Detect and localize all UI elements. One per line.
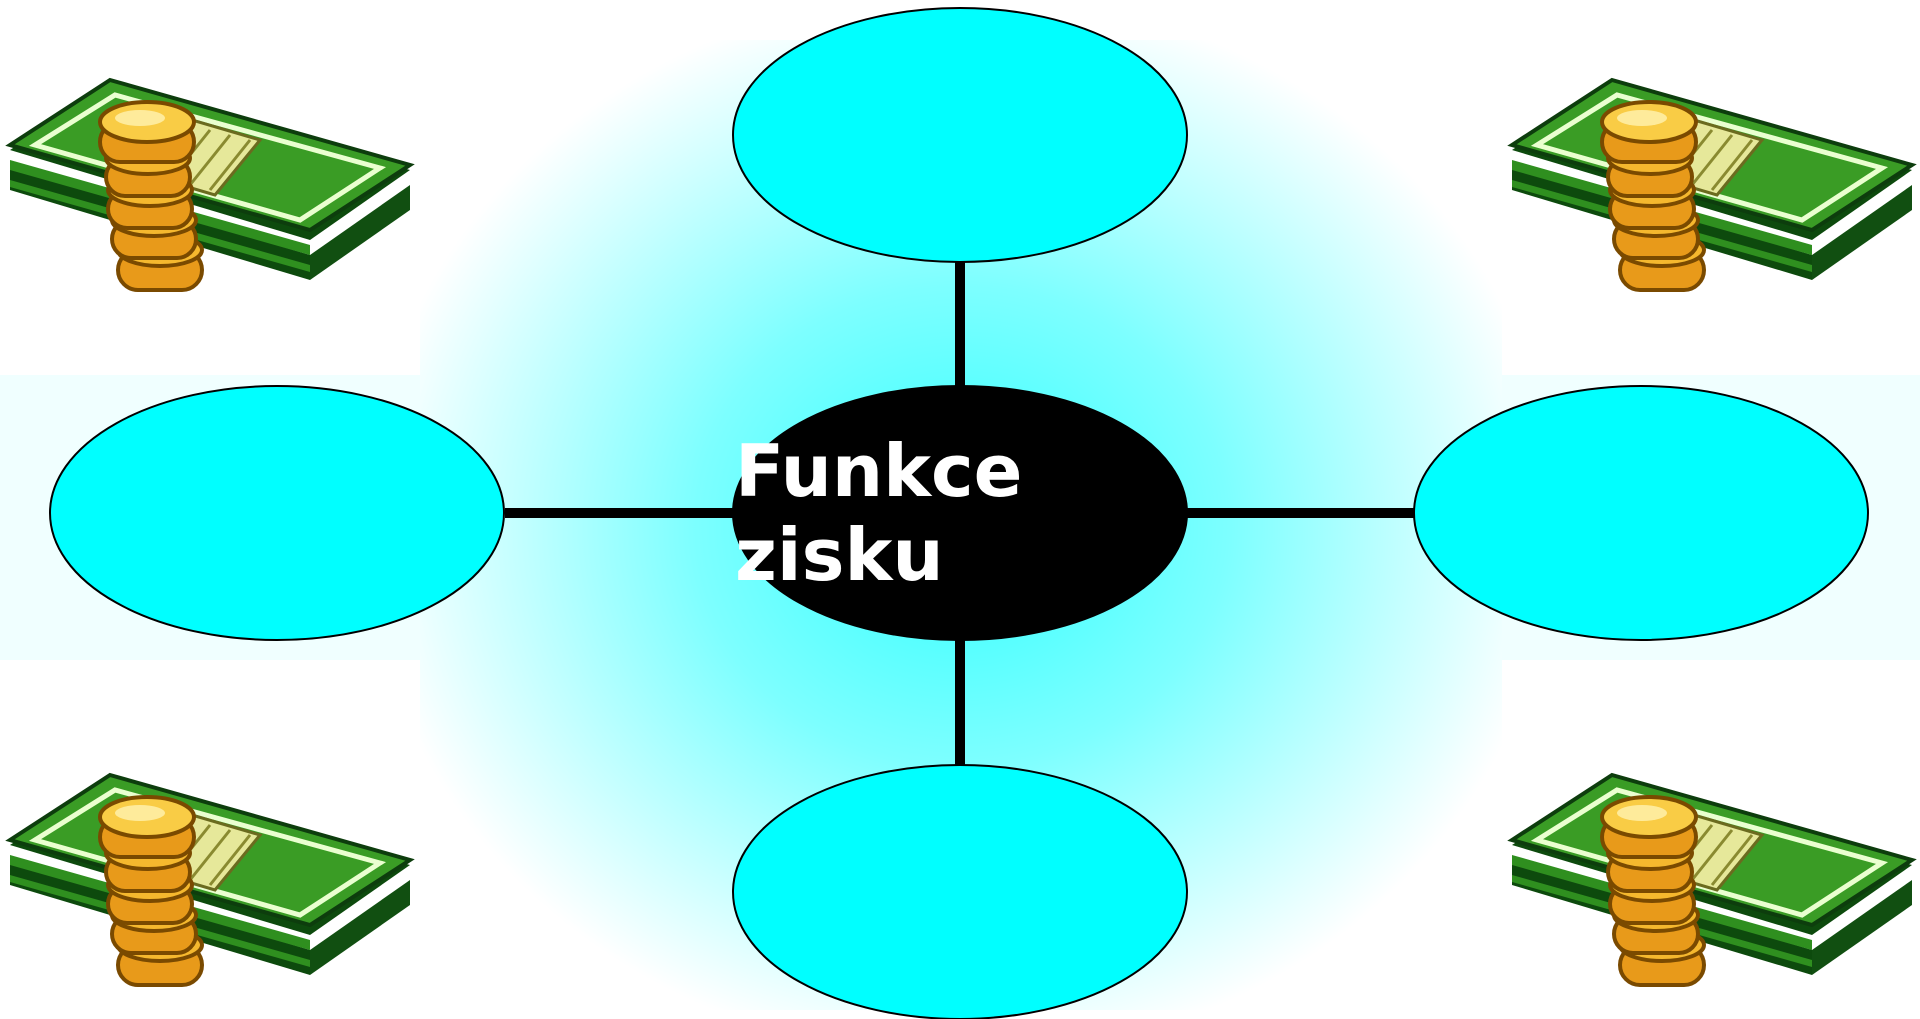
money-stack-icon [1507, 772, 1917, 987]
money-stack-icon [5, 772, 415, 987]
node-left [49, 385, 505, 641]
node-top [732, 7, 1188, 263]
money-stack-graphic [1507, 772, 1917, 987]
node-bottom [732, 764, 1188, 1019]
node-center [732, 385, 1188, 641]
money-stack-graphic [1507, 77, 1917, 292]
node-right [1413, 385, 1869, 641]
money-stack-graphic [5, 772, 415, 987]
money-stack-icon [5, 77, 415, 292]
money-stack-icon [1507, 77, 1917, 292]
money-stack-graphic [5, 77, 415, 292]
